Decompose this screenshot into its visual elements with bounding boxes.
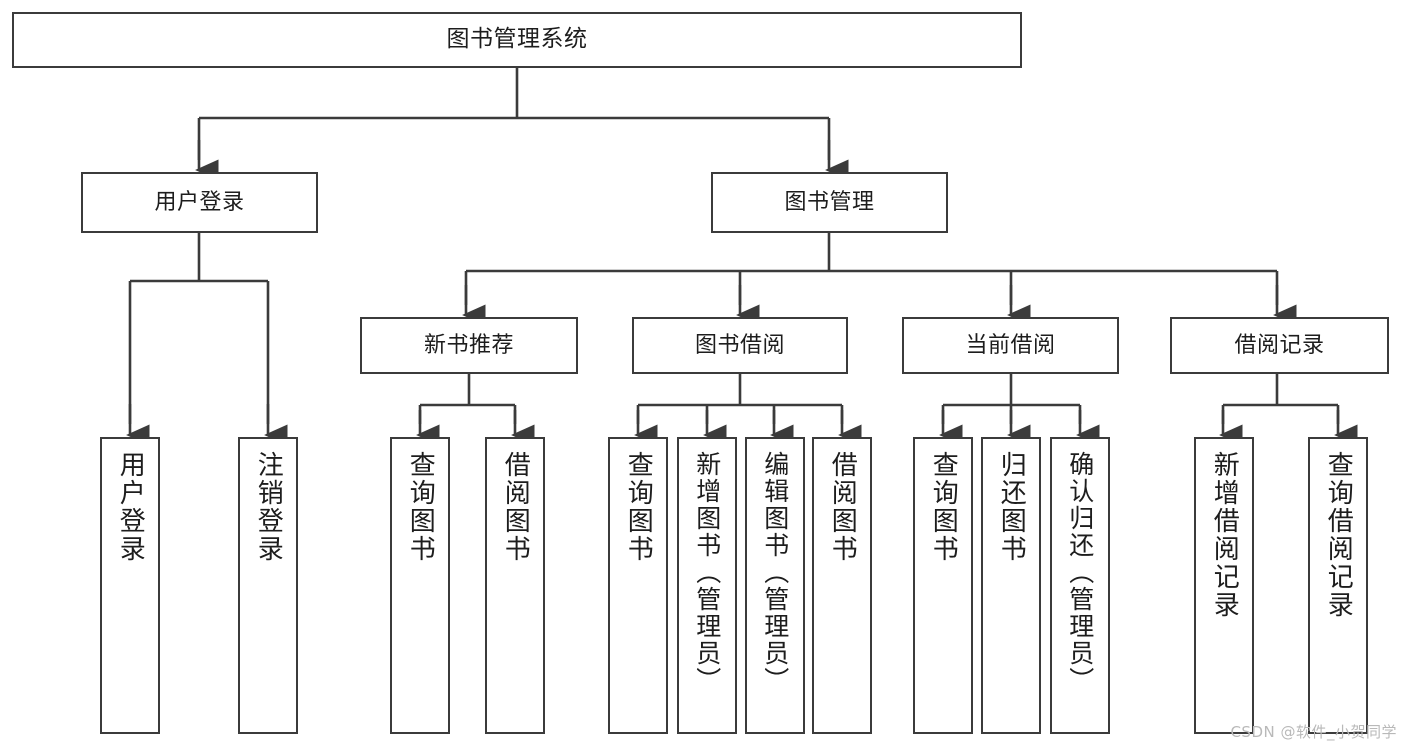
node-label: 查询图书 — [623, 451, 654, 563]
node-label: 用户登录 — [154, 189, 245, 215]
csdn-watermark: CSDN @软件_小贺同学 — [1230, 723, 1397, 741]
node-borrow-record[interactable]: 借阅记录 — [1170, 317, 1389, 374]
node-label: 新书推荐 — [423, 332, 514, 358]
node-label: 借阅图书 — [500, 451, 531, 563]
node-label: 新增图书（管理员） — [692, 451, 722, 694]
leaf-current-borrow-confirm-return-admin[interactable]: 确认归还（管理员） — [1050, 437, 1110, 734]
node-label: 归还图书 — [996, 451, 1027, 563]
node-label: 确认归还（管理员） — [1065, 451, 1095, 694]
node-user-login[interactable]: 用户登录 — [81, 172, 318, 233]
node-label: 查询图书 — [405, 451, 436, 563]
leaf-book-borrow-add-book-admin[interactable]: 新增图书（管理员） — [677, 437, 737, 734]
leaf-book-borrow-query-book[interactable]: 查询图书 — [608, 437, 668, 734]
leaf-current-borrow-return-book[interactable]: 归还图书 — [981, 437, 1041, 734]
node-label: 图书管理 — [784, 189, 875, 215]
node-label: 图书管理系统 — [446, 26, 588, 53]
node-label: 编辑图书（管理员） — [760, 451, 790, 694]
node-book-borrow[interactable]: 图书借阅 — [632, 317, 848, 374]
node-label: 借阅图书 — [827, 451, 858, 563]
node-label: 注销登录 — [253, 451, 284, 563]
node-current-borrow[interactable]: 当前借阅 — [902, 317, 1119, 374]
leaf-new-book-borrow-book[interactable]: 借阅图书 — [485, 437, 545, 734]
leaf-current-borrow-query-book[interactable]: 查询图书 — [913, 437, 973, 734]
node-new-book-recommend[interactable]: 新书推荐 — [360, 317, 578, 374]
node-book-management[interactable]: 图书管理 — [711, 172, 948, 233]
node-label: 当前借阅 — [965, 332, 1056, 358]
node-label: 查询图书 — [928, 451, 959, 563]
leaf-borrow-record-add-record[interactable]: 新增借阅记录 — [1194, 437, 1254, 734]
node-label: 用户登录 — [115, 451, 146, 563]
leaf-book-borrow-edit-book-admin[interactable]: 编辑图书（管理员） — [745, 437, 805, 734]
node-label: 查询借阅记录 — [1323, 451, 1354, 619]
leaf-borrow-record-query-record[interactable]: 查询借阅记录 — [1308, 437, 1368, 734]
node-label: 图书借阅 — [694, 332, 785, 358]
node-label: 新增借阅记录 — [1209, 451, 1240, 619]
node-root-book-management-system[interactable]: 图书管理系统 — [12, 12, 1022, 68]
leaf-user-login-login[interactable]: 用户登录 — [100, 437, 160, 734]
leaf-book-borrow-borrow-book[interactable]: 借阅图书 — [812, 437, 872, 734]
leaf-user-login-logout[interactable]: 注销登录 — [238, 437, 298, 734]
leaf-new-book-query-book[interactable]: 查询图书 — [390, 437, 450, 734]
node-label: 借阅记录 — [1234, 332, 1325, 358]
